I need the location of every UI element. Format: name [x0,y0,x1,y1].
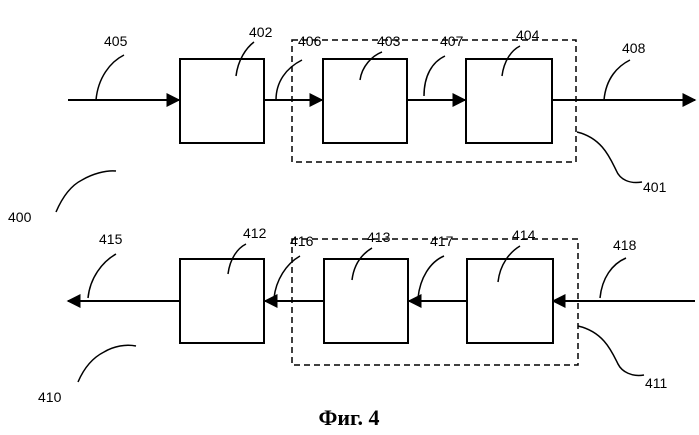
label-402: 402 [249,24,273,40]
label-418: 418 [613,237,637,253]
leader-407 [424,56,445,96]
block-403 [323,59,407,143]
leader-418 [600,258,626,298]
leader-411 [578,326,644,375]
figure-caption: Фиг. 4 [318,405,379,430]
label-411: 411 [645,375,668,391]
label-414: 414 [512,227,536,243]
leader-408 [604,60,630,100]
block-414 [467,259,553,343]
label-407: 407 [440,33,464,49]
label-416: 416 [290,233,314,249]
label-413: 413 [367,229,391,245]
label-403: 403 [377,33,401,49]
label-417: 417 [430,233,454,249]
block-413 [324,259,408,343]
leader-417 [418,256,444,298]
leader-401 [577,132,642,183]
leader-406 [276,60,302,100]
leader-416 [274,256,300,298]
label-401: 401 [643,179,667,195]
label-405: 405 [104,33,128,49]
leader-400 [56,171,116,212]
label-406: 406 [298,33,322,49]
leader-410 [78,345,136,382]
label-415: 415 [99,231,123,247]
label-400: 400 [8,209,32,225]
block-412 [180,259,264,343]
label-404: 404 [516,27,540,43]
label-408: 408 [622,40,646,56]
label-410: 410 [38,389,62,405]
leader-415 [88,254,116,298]
leader-405 [96,55,124,100]
label-412: 412 [243,225,267,241]
block-404 [466,59,552,143]
block-402 [180,59,264,143]
